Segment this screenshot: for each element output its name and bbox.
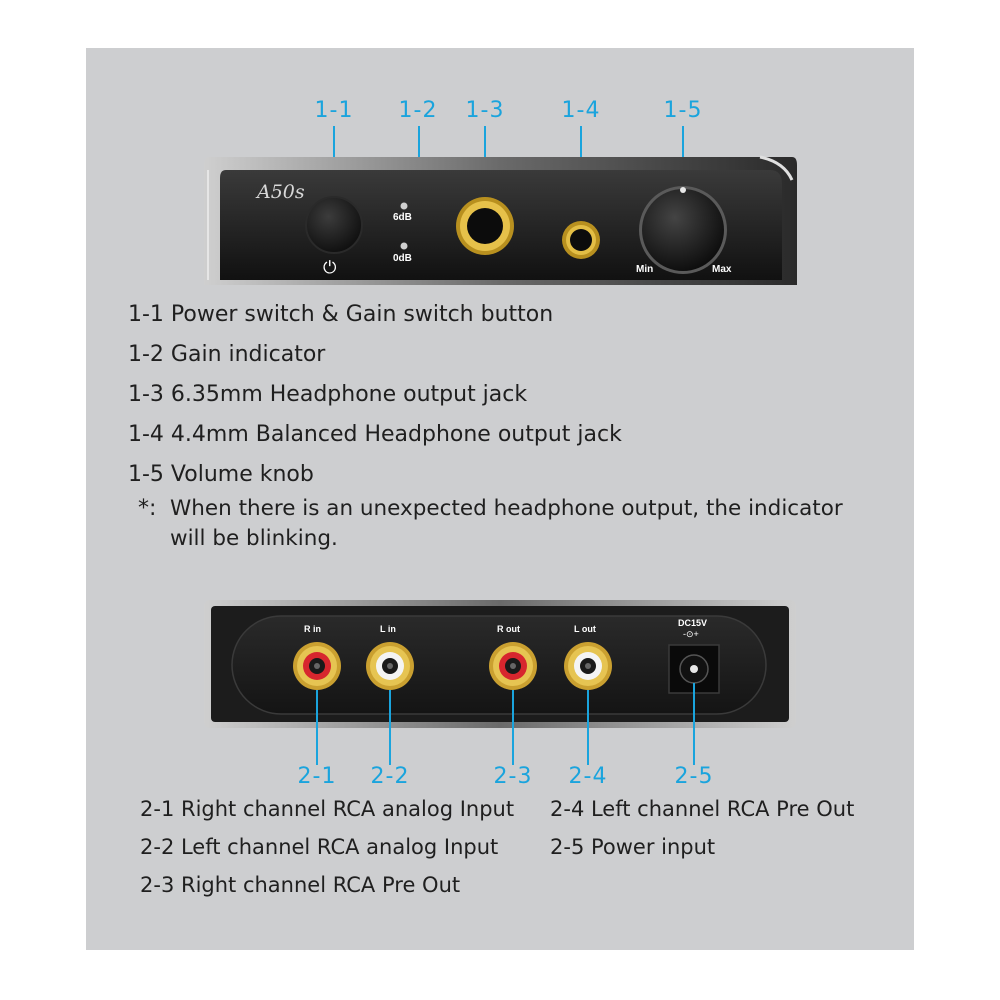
rca-r-in [293,642,341,690]
power-icon: ⏻ [323,258,337,278]
rear-desc-2-1: 2-1 Right channel RCA analog Input [140,797,515,821]
gain-0db-label: 0dB [393,253,412,264]
callout-2-1: 2-1 [297,764,337,789]
rear-desc-2-4: 2-4 Left channel RCA Pre Out [550,797,855,821]
note-marker: *: [138,496,157,521]
front-desc-1-4: 1-4 4.4mm Balanced Headphone output jack [128,422,622,447]
front-desc-1-1: 1-1 Power switch & Gain switch button [128,302,554,327]
front-desc-1-3: 1-3 6.35mm Headphone output jack [128,382,528,407]
note-line-2: will be blinking. [170,526,338,551]
callout-2-3: 2-3 [493,764,533,789]
l-out-label: L out [574,624,596,634]
rca-r-out [489,642,537,690]
r-out-label: R out [497,624,520,634]
knob-min-label: Min [636,264,654,275]
dc-label: DC15V [678,618,708,628]
r-in-label: R in [304,624,321,634]
front-desc-1-2: 1-2 Gain indicator [128,342,326,367]
rear-panel-device [204,600,796,765]
front-desc-1-5: 1-5 Volume knob [128,462,314,487]
rca-l-out [564,642,612,690]
callout-1-2: 1-2 [398,98,438,123]
gain-6db-label: 6dB [393,212,412,223]
callout-1-4: 1-4 [561,98,601,123]
knob-max-label: Max [712,264,732,275]
callout-1-5: 1-5 [663,98,703,123]
callout-2-2: 2-2 [370,764,410,789]
dc-polarity-icon: -⊙+ [683,629,699,639]
rear-desc-2-2: 2-2 Left channel RCA analog Input [140,835,499,859]
brand-logo-text: A50s [257,181,305,203]
callout-2-4: 2-4 [568,764,608,789]
callout-1-3: 1-3 [465,98,505,123]
rear-desc-2-3: 2-3 Right channel RCA Pre Out [140,873,461,897]
rca-l-in [366,642,414,690]
l-in-label: L in [380,624,396,634]
callout-2-5: 2-5 [674,764,714,789]
rear-leader-lines [316,683,695,765]
note-line-1: When there is an unexpected headphone ou… [170,496,843,521]
rear-desc-2-5: 2-5 Power input [550,835,716,859]
callout-1-1: 1-1 [314,98,354,123]
front-panel-device [204,126,797,285]
